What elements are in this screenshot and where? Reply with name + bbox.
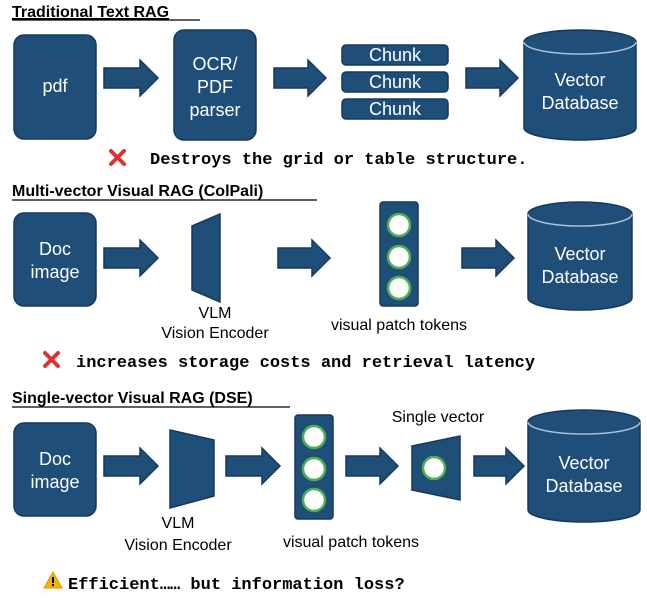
vector-database-cylinder: Vector Database bbox=[527, 201, 633, 311]
doc-label-line2: image bbox=[30, 472, 79, 492]
section-title: Multi-vector Visual RAG (ColPali) bbox=[12, 183, 263, 200]
note-row: increases storage costs and retrieval la… bbox=[43, 351, 535, 373]
chunk-3 bbox=[341, 98, 449, 120]
doc-label-line1: Doc bbox=[39, 239, 71, 259]
encoder-label-line1: VLM bbox=[162, 515, 195, 532]
warning-icon bbox=[43, 570, 63, 589]
doc-label-line2: image bbox=[30, 262, 79, 282]
chunk-1 bbox=[341, 44, 449, 66]
db-label-line1: Vector bbox=[558, 453, 609, 473]
arrow-icon bbox=[273, 58, 328, 98]
section-title: Single-vector Visual RAG (DSE) bbox=[12, 390, 253, 407]
vector-database-cylinder: Vector Database bbox=[527, 409, 641, 523]
token-circle bbox=[386, 275, 412, 301]
note-text: increases storage costs and retrieval la… bbox=[76, 354, 535, 373]
patch-tokens-column bbox=[294, 414, 334, 520]
arrow-icon bbox=[473, 446, 526, 486]
arrow-icon bbox=[103, 446, 160, 486]
chunk-list: Chunk Chunk Chunk bbox=[341, 44, 449, 120]
section-title: Traditional Text RAG bbox=[12, 4, 169, 21]
encoder-label-line1: VLM bbox=[199, 305, 232, 322]
token-circle bbox=[386, 212, 412, 238]
single-vector-trapezoid bbox=[411, 435, 461, 501]
token-circle bbox=[386, 244, 412, 270]
chunk-label: Chunk bbox=[369, 45, 422, 65]
db-label-line1: Vector bbox=[554, 70, 605, 90]
doc-label-line1: Doc bbox=[39, 449, 71, 469]
arrow-icon bbox=[103, 238, 160, 278]
tokens-label: visual patch tokens bbox=[331, 317, 467, 334]
arrow-icon bbox=[345, 446, 400, 486]
token-circle bbox=[301, 424, 327, 450]
note-row: Destroys the grid or table structure. bbox=[109, 149, 527, 170]
token-circle bbox=[301, 456, 327, 482]
section-multi-vector-rag: Multi-vector Visual RAG (ColPali) Doc im… bbox=[12, 183, 633, 373]
doc-image-box: Doc image bbox=[13, 422, 97, 517]
db-label-line2: Database bbox=[541, 267, 618, 287]
arrow-icon bbox=[103, 58, 160, 98]
note-text: Destroys the grid or table structure. bbox=[150, 151, 527, 170]
doc-image-box: Doc image bbox=[13, 212, 97, 307]
chunk-label: Chunk bbox=[369, 99, 422, 119]
note-text: Efficient…… but information loss? bbox=[68, 576, 405, 595]
pdf-label: pdf bbox=[42, 76, 68, 96]
red-x-icon bbox=[109, 149, 126, 166]
vlm-encoder-trapezoid bbox=[191, 212, 221, 304]
tokens-label: visual patch tokens bbox=[283, 534, 419, 551]
arrow-icon bbox=[465, 58, 520, 98]
db-label-line2: Database bbox=[545, 476, 622, 496]
section-single-vector-rag: Single-vector Visual RAG (DSE) Doc image… bbox=[12, 390, 641, 595]
patch-tokens-column bbox=[379, 201, 419, 307]
vector-database-cylinder: Vector Database bbox=[523, 29, 637, 141]
parser-label-line1: OCR/ bbox=[193, 54, 238, 74]
encoder-label-line2: Vision Encoder bbox=[124, 537, 232, 554]
single-vector-circle bbox=[421, 455, 447, 481]
parser-label-line2: PDF bbox=[197, 77, 233, 97]
chunk-2 bbox=[341, 71, 449, 93]
ocr-parser-box: OCR/ PDF parser bbox=[173, 29, 257, 141]
note-row: Efficient…… but information loss? bbox=[43, 570, 405, 595]
encoder-label-line2: Vision Encoder bbox=[161, 325, 269, 342]
arrow-icon bbox=[461, 238, 516, 278]
token-circle bbox=[301, 487, 327, 513]
section-traditional-text-rag: Traditional Text RAG pdf OCR/ PDF parser… bbox=[12, 4, 637, 170]
chunk-label: Chunk bbox=[369, 72, 422, 92]
pdf-box: pdf bbox=[13, 34, 97, 140]
parser-label-line3: parser bbox=[189, 100, 240, 120]
red-x-icon bbox=[43, 351, 60, 368]
single-vector-label: Single vector bbox=[392, 409, 485, 426]
db-label-line2: Database bbox=[541, 93, 618, 113]
db-label-line1: Vector bbox=[554, 244, 605, 264]
vlm-encoder-trapezoid bbox=[169, 429, 215, 509]
arrow-icon bbox=[277, 238, 332, 278]
arrow-icon bbox=[225, 446, 282, 486]
